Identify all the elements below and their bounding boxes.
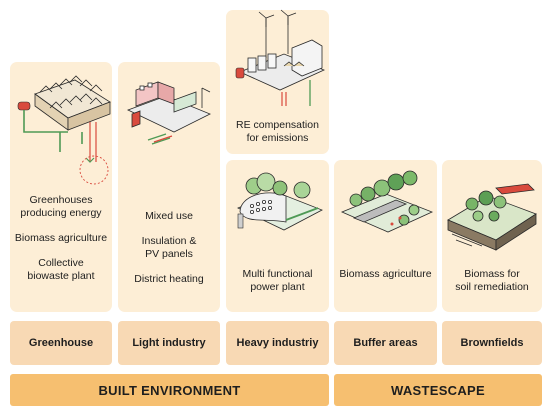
power-plant-line-2: power plant bbox=[250, 281, 305, 293]
greenhouse-line-3: Biomass agriculture bbox=[14, 232, 108, 244]
category-light-industry: Light industry bbox=[118, 321, 220, 365]
light-industry-text: Mixed use Insulation & PV panels Distric… bbox=[118, 210, 220, 286]
light-industry-line-4: District heating bbox=[134, 273, 204, 285]
brownfields-line-1: Biomass for bbox=[464, 268, 520, 280]
category-greenhouse: Greenhouse bbox=[10, 321, 112, 365]
brownfields-illustration bbox=[447, 183, 537, 251]
light-industry-line-1: Mixed use bbox=[145, 210, 193, 222]
re-compensation-text: RE compensation for emissions bbox=[226, 119, 329, 145]
light-industry-line-3: PV panels bbox=[145, 248, 193, 260]
wastescape-band: WASTESCAPE bbox=[334, 374, 542, 406]
re-compensation-illustration bbox=[235, 9, 326, 106]
greenhouse-line-4: Collective bbox=[38, 257, 84, 269]
greenhouse-line-2: producing energy bbox=[20, 207, 102, 219]
buffer-areas-line-1: Biomass agriculture bbox=[339, 268, 432, 280]
power-plant-line-1: Multi functional bbox=[242, 268, 313, 280]
category-buffer-areas: Buffer areas bbox=[334, 321, 437, 365]
light-industry-line-2: Insulation & bbox=[141, 235, 197, 247]
re-compensation-line-2: for emissions bbox=[246, 132, 309, 144]
category-heavy-industry: Heavy industriy bbox=[226, 321, 329, 365]
greenhouse-line-5: biowaste plant bbox=[27, 270, 95, 282]
brownfields-text: Biomass for soil remediation bbox=[442, 268, 542, 294]
power-plant-illustration bbox=[237, 172, 323, 231]
light-industry-illustration bbox=[126, 81, 211, 145]
re-compensation-line-1: RE compensation bbox=[236, 119, 319, 131]
buffer-areas-illustration bbox=[340, 170, 434, 233]
greenhouse-illustration bbox=[17, 75, 111, 185]
buffer-areas-text: Biomass agriculture bbox=[334, 268, 437, 281]
greenhouse-text: Greenhouses producing energy Biomass agr… bbox=[10, 194, 112, 283]
power-plant-text: Multi functional power plant bbox=[226, 268, 329, 294]
category-brownfields: Brownfields bbox=[442, 321, 542, 365]
built-environment-band: BUILT ENVIRONMENT bbox=[10, 374, 329, 406]
brownfields-line-2: soil remediation bbox=[455, 281, 529, 293]
greenhouse-line-1: Greenhouses bbox=[29, 194, 93, 206]
tank-icon bbox=[17, 101, 31, 111]
